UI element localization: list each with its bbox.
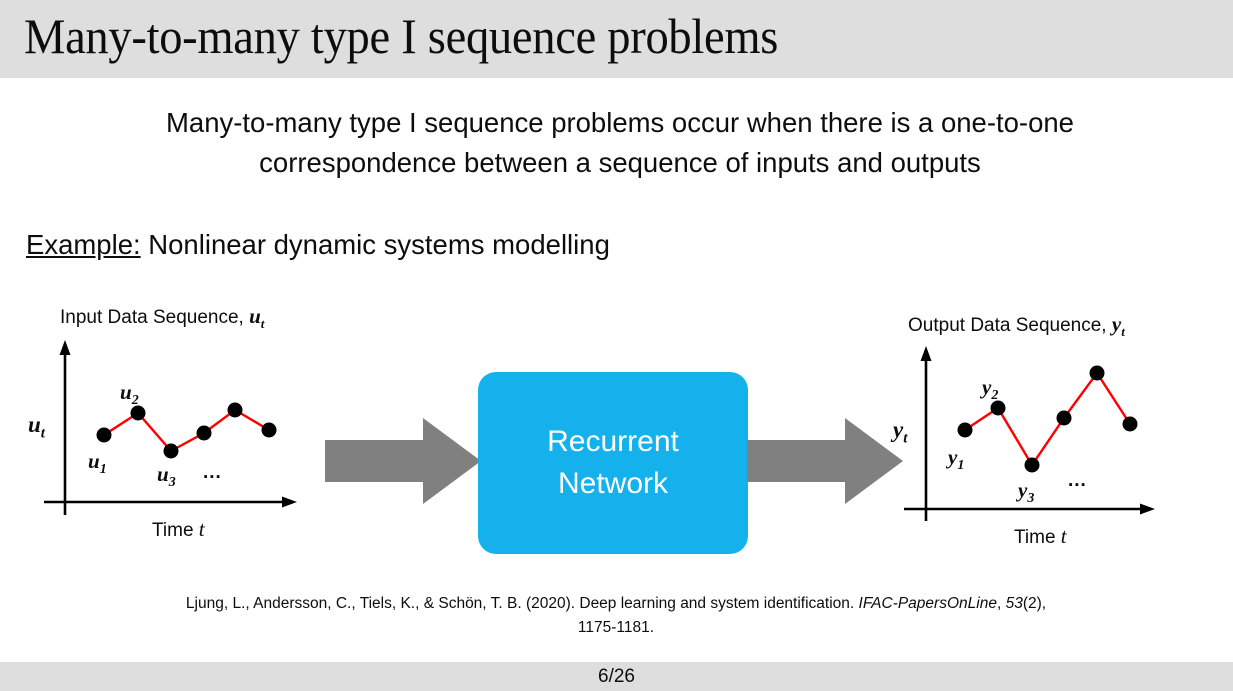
citation-part-2: , bbox=[996, 595, 1006, 612]
input-x-axis-title: Time t bbox=[152, 517, 205, 541]
slide-footer-band bbox=[0, 662, 1233, 691]
output-y-axis-arrow bbox=[920, 346, 932, 361]
input-data-point bbox=[96, 427, 112, 443]
input-data-point bbox=[261, 422, 277, 438]
output-data-point bbox=[1122, 416, 1138, 432]
input-y-axis-label: ut bbox=[28, 412, 45, 442]
recurrent-network-line-1: Recurrent bbox=[547, 425, 679, 458]
citation-journal: IFAC-PapersOnLine bbox=[858, 595, 997, 612]
citation-part-1: Ljung, L., Andersson, C., Tiels, K., & S… bbox=[185, 595, 859, 612]
citation: Ljung, L., Andersson, C., Tiels, K., & S… bbox=[166, 592, 1066, 640]
output-point-label-y3: y3 bbox=[1018, 478, 1035, 507]
intro-paragraph: Many-to-many type I sequence problems oc… bbox=[166, 107, 1074, 178]
slide-header-band bbox=[0, 0, 1233, 78]
output-point-label-y1: y1 bbox=[948, 445, 965, 474]
output-data-point bbox=[957, 422, 973, 438]
output-x-axis-arrow bbox=[1140, 503, 1155, 515]
output-ellipsis: ... bbox=[1068, 470, 1087, 491]
input-x-axis-arrow bbox=[282, 496, 297, 508]
input-point-label-u1: u1 bbox=[88, 449, 107, 478]
output-data-point bbox=[990, 400, 1006, 416]
output-flow-arrow bbox=[747, 418, 903, 504]
output-chart-title: Output Data Sequence, yt bbox=[908, 312, 1125, 344]
input-ellipsis: ... bbox=[203, 462, 222, 483]
output-chart-title-text: Output Data Sequence, bbox=[908, 315, 1112, 336]
input-flow-arrow bbox=[325, 418, 481, 504]
input-point-label-u3: u3 bbox=[157, 462, 176, 491]
output-y-axis-label: yt bbox=[893, 417, 908, 447]
input-data-point bbox=[163, 443, 179, 459]
page-title: Many-to-many type I sequence problems bbox=[24, 8, 779, 64]
input-data-point bbox=[227, 402, 243, 418]
input-data-point bbox=[130, 405, 146, 421]
input-chart-title-var: ut bbox=[249, 304, 265, 332]
output-chart-title-var: yt bbox=[1111, 312, 1125, 340]
input-point-label-u2: u2 bbox=[120, 380, 139, 409]
page-number: 6/26 bbox=[598, 665, 635, 687]
output-data-point bbox=[1024, 457, 1040, 473]
output-data-point bbox=[1056, 410, 1072, 426]
input-plot bbox=[44, 340, 297, 515]
input-data-point bbox=[196, 425, 212, 441]
input-chart-title-text: Input Data Sequence, bbox=[60, 307, 250, 328]
example-label: Example: bbox=[26, 229, 141, 260]
output-x-axis-title: Time t bbox=[1014, 524, 1067, 548]
input-y-axis-arrow bbox=[59, 340, 71, 355]
example-line: Example: Nonlinear dynamic systems model… bbox=[26, 228, 610, 262]
recurrent-network-line-2: Network bbox=[557, 467, 669, 500]
input-chart-title: Input Data Sequence, ut bbox=[60, 304, 264, 336]
example-text: Nonlinear dynamic systems modelling bbox=[140, 229, 610, 260]
sequence-diagram: Input Data Sequence, ut ut u1 u2 u3 ... … bbox=[0, 290, 1233, 554]
output-plot bbox=[904, 346, 1155, 521]
recurrent-network-block[interactable]: Recurrent Network bbox=[478, 372, 748, 554]
citation-part-3: (2), 1175-1181. bbox=[577, 595, 1047, 636]
output-data-point bbox=[1089, 365, 1105, 381]
citation-volume: 53 bbox=[1005, 595, 1023, 612]
input-series-line bbox=[103, 408, 270, 453]
output-point-label-y2: y2 bbox=[982, 375, 999, 404]
